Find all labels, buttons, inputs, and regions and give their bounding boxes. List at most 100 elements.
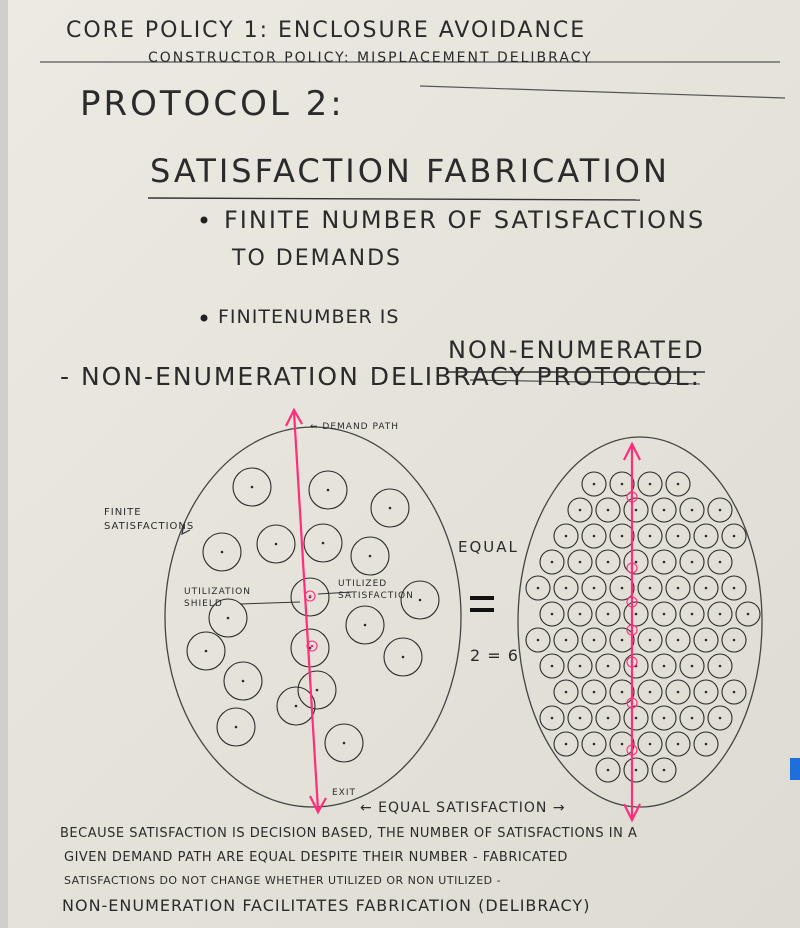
satisfaction-circle bbox=[216, 707, 256, 747]
satisfaction-center-dot bbox=[315, 688, 319, 692]
satisfaction-center-dot bbox=[718, 508, 722, 512]
satisfaction-circle bbox=[581, 731, 607, 757]
satisfaction-center-dot bbox=[204, 649, 208, 653]
satisfaction-center-dot bbox=[550, 560, 554, 564]
left-satisfaction-field bbox=[164, 426, 462, 808]
satisfaction-center-dot bbox=[704, 690, 708, 694]
satisfaction-center-dot bbox=[732, 690, 736, 694]
satisfaction-center-dot bbox=[536, 638, 540, 642]
satisfaction-center-dot bbox=[620, 638, 624, 642]
satisfaction-circle bbox=[707, 497, 733, 523]
utilized-marker bbox=[626, 596, 638, 608]
satisfaction-circle bbox=[637, 731, 663, 757]
satisfaction-center-dot bbox=[676, 742, 680, 746]
satisfaction-center-dot bbox=[310, 644, 314, 648]
equal-label: EQUAL bbox=[458, 538, 519, 556]
bullet-2-prefix: FINITENUMBER IS bbox=[218, 306, 400, 328]
satisfaction-circle bbox=[595, 497, 621, 523]
satisfaction-center-dot bbox=[388, 506, 392, 510]
satisfaction-circle bbox=[707, 601, 733, 627]
satisfaction-center-dot bbox=[630, 628, 634, 632]
satisfaction-circle bbox=[637, 523, 663, 549]
satisfaction-circle bbox=[567, 705, 593, 731]
utilization-shield-label: UTILIZATION SHIELD bbox=[184, 587, 251, 609]
satisfaction-center-dot bbox=[606, 768, 610, 772]
left-demand-path bbox=[292, 411, 320, 811]
satisfaction-circle bbox=[721, 679, 747, 705]
satisfaction-center-dot bbox=[564, 638, 568, 642]
satisfaction-circle bbox=[623, 601, 649, 627]
satisfaction-circle bbox=[223, 661, 263, 701]
satisfaction-circle bbox=[567, 497, 593, 523]
satisfaction-circle bbox=[665, 471, 691, 497]
finite-satisfactions-label: FINITE SATISFACTIONS bbox=[104, 507, 195, 532]
footer-line-2: GIVEN DEMAND PATH ARE EQUAL DESPITE THEI… bbox=[64, 850, 568, 865]
satisfaction-circle bbox=[581, 575, 607, 601]
utilized-marker bbox=[626, 491, 638, 503]
satisfaction-circle bbox=[721, 627, 747, 653]
satisfaction-circle bbox=[693, 523, 719, 549]
left-demand-arrowhead-icon bbox=[285, 407, 303, 427]
satisfaction-center-dot bbox=[630, 748, 634, 752]
satisfaction-circle bbox=[721, 575, 747, 601]
satisfaction-center-dot bbox=[620, 690, 624, 694]
satisfaction-center-dot bbox=[648, 482, 652, 486]
shield-arrow-icon bbox=[239, 601, 301, 605]
satisfaction-center-dot bbox=[578, 612, 582, 616]
satisfaction-center-dot bbox=[690, 716, 694, 720]
satisfaction-circle bbox=[202, 532, 242, 572]
satisfaction-center-dot bbox=[718, 560, 722, 564]
satisfaction-center-dot bbox=[606, 508, 610, 512]
satisfaction-circle bbox=[707, 705, 733, 731]
satisfaction-center-dot bbox=[536, 586, 540, 590]
utilized-marker bbox=[626, 624, 638, 636]
satisfaction-center-dot bbox=[294, 704, 298, 708]
satisfaction-circle bbox=[651, 653, 677, 679]
satisfaction-center-dot bbox=[564, 742, 568, 746]
subheading: - NON-ENUMERATION DELIBRACY PROTOCOL: bbox=[60, 362, 702, 391]
satisfaction-circle bbox=[735, 601, 761, 627]
demand-path-label: ← DEMAND PATH bbox=[310, 422, 400, 432]
satisfaction-center-dot bbox=[634, 508, 638, 512]
satisfaction-center-dot bbox=[620, 534, 624, 538]
satisfaction-circle bbox=[303, 523, 343, 563]
satisfaction-center-dot bbox=[606, 716, 610, 720]
satisfaction-center-dot bbox=[620, 586, 624, 590]
satisfaction-circle bbox=[693, 575, 719, 601]
satisfaction-center-dot bbox=[690, 612, 694, 616]
satisfaction-circle bbox=[665, 575, 691, 601]
satisfaction-center-dot bbox=[648, 690, 652, 694]
satisfaction-circle bbox=[308, 470, 348, 510]
satisfaction-center-dot bbox=[592, 482, 596, 486]
satisfaction-center-dot bbox=[606, 560, 610, 564]
satisfaction-circle bbox=[679, 549, 705, 575]
satisfaction-circle bbox=[567, 601, 593, 627]
satisfaction-circle bbox=[651, 601, 677, 627]
satisfaction-center-dot bbox=[274, 542, 278, 546]
satisfaction-center-dot bbox=[592, 742, 596, 746]
satisfaction-center-dot bbox=[634, 612, 638, 616]
satisfaction-center-dot bbox=[676, 638, 680, 642]
satisfaction-center-dot bbox=[648, 638, 652, 642]
satisfaction-circle bbox=[276, 686, 316, 726]
satisfaction-center-dot bbox=[718, 664, 722, 668]
satisfaction-circle bbox=[651, 549, 677, 575]
satisfaction-circle bbox=[665, 679, 691, 705]
satisfaction-circle bbox=[679, 497, 705, 523]
satisfaction-center-dot bbox=[732, 586, 736, 590]
satisfaction-center-dot bbox=[342, 741, 346, 745]
equal-satisfaction-label: ← EQUAL SATISFACTION → bbox=[360, 800, 566, 816]
satisfaction-circle bbox=[553, 575, 579, 601]
satisfaction-center-dot bbox=[676, 534, 680, 538]
satisfaction-circle bbox=[651, 705, 677, 731]
satisfaction-center-dot bbox=[630, 600, 634, 604]
footer-line-1: BECAUSE SATISFACTION IS DECISION BASED, … bbox=[60, 826, 638, 841]
satisfaction-circle bbox=[623, 549, 649, 575]
satisfaction-center-dot bbox=[704, 638, 708, 642]
footer-line-4: NON-ENUMERATION FACILITATES FABRICATION … bbox=[62, 896, 591, 915]
satisfaction-center-dot bbox=[690, 508, 694, 512]
satisfaction-circle bbox=[651, 757, 677, 783]
satisfaction-center-dot bbox=[363, 623, 367, 627]
satisfaction-center-dot bbox=[630, 566, 634, 570]
